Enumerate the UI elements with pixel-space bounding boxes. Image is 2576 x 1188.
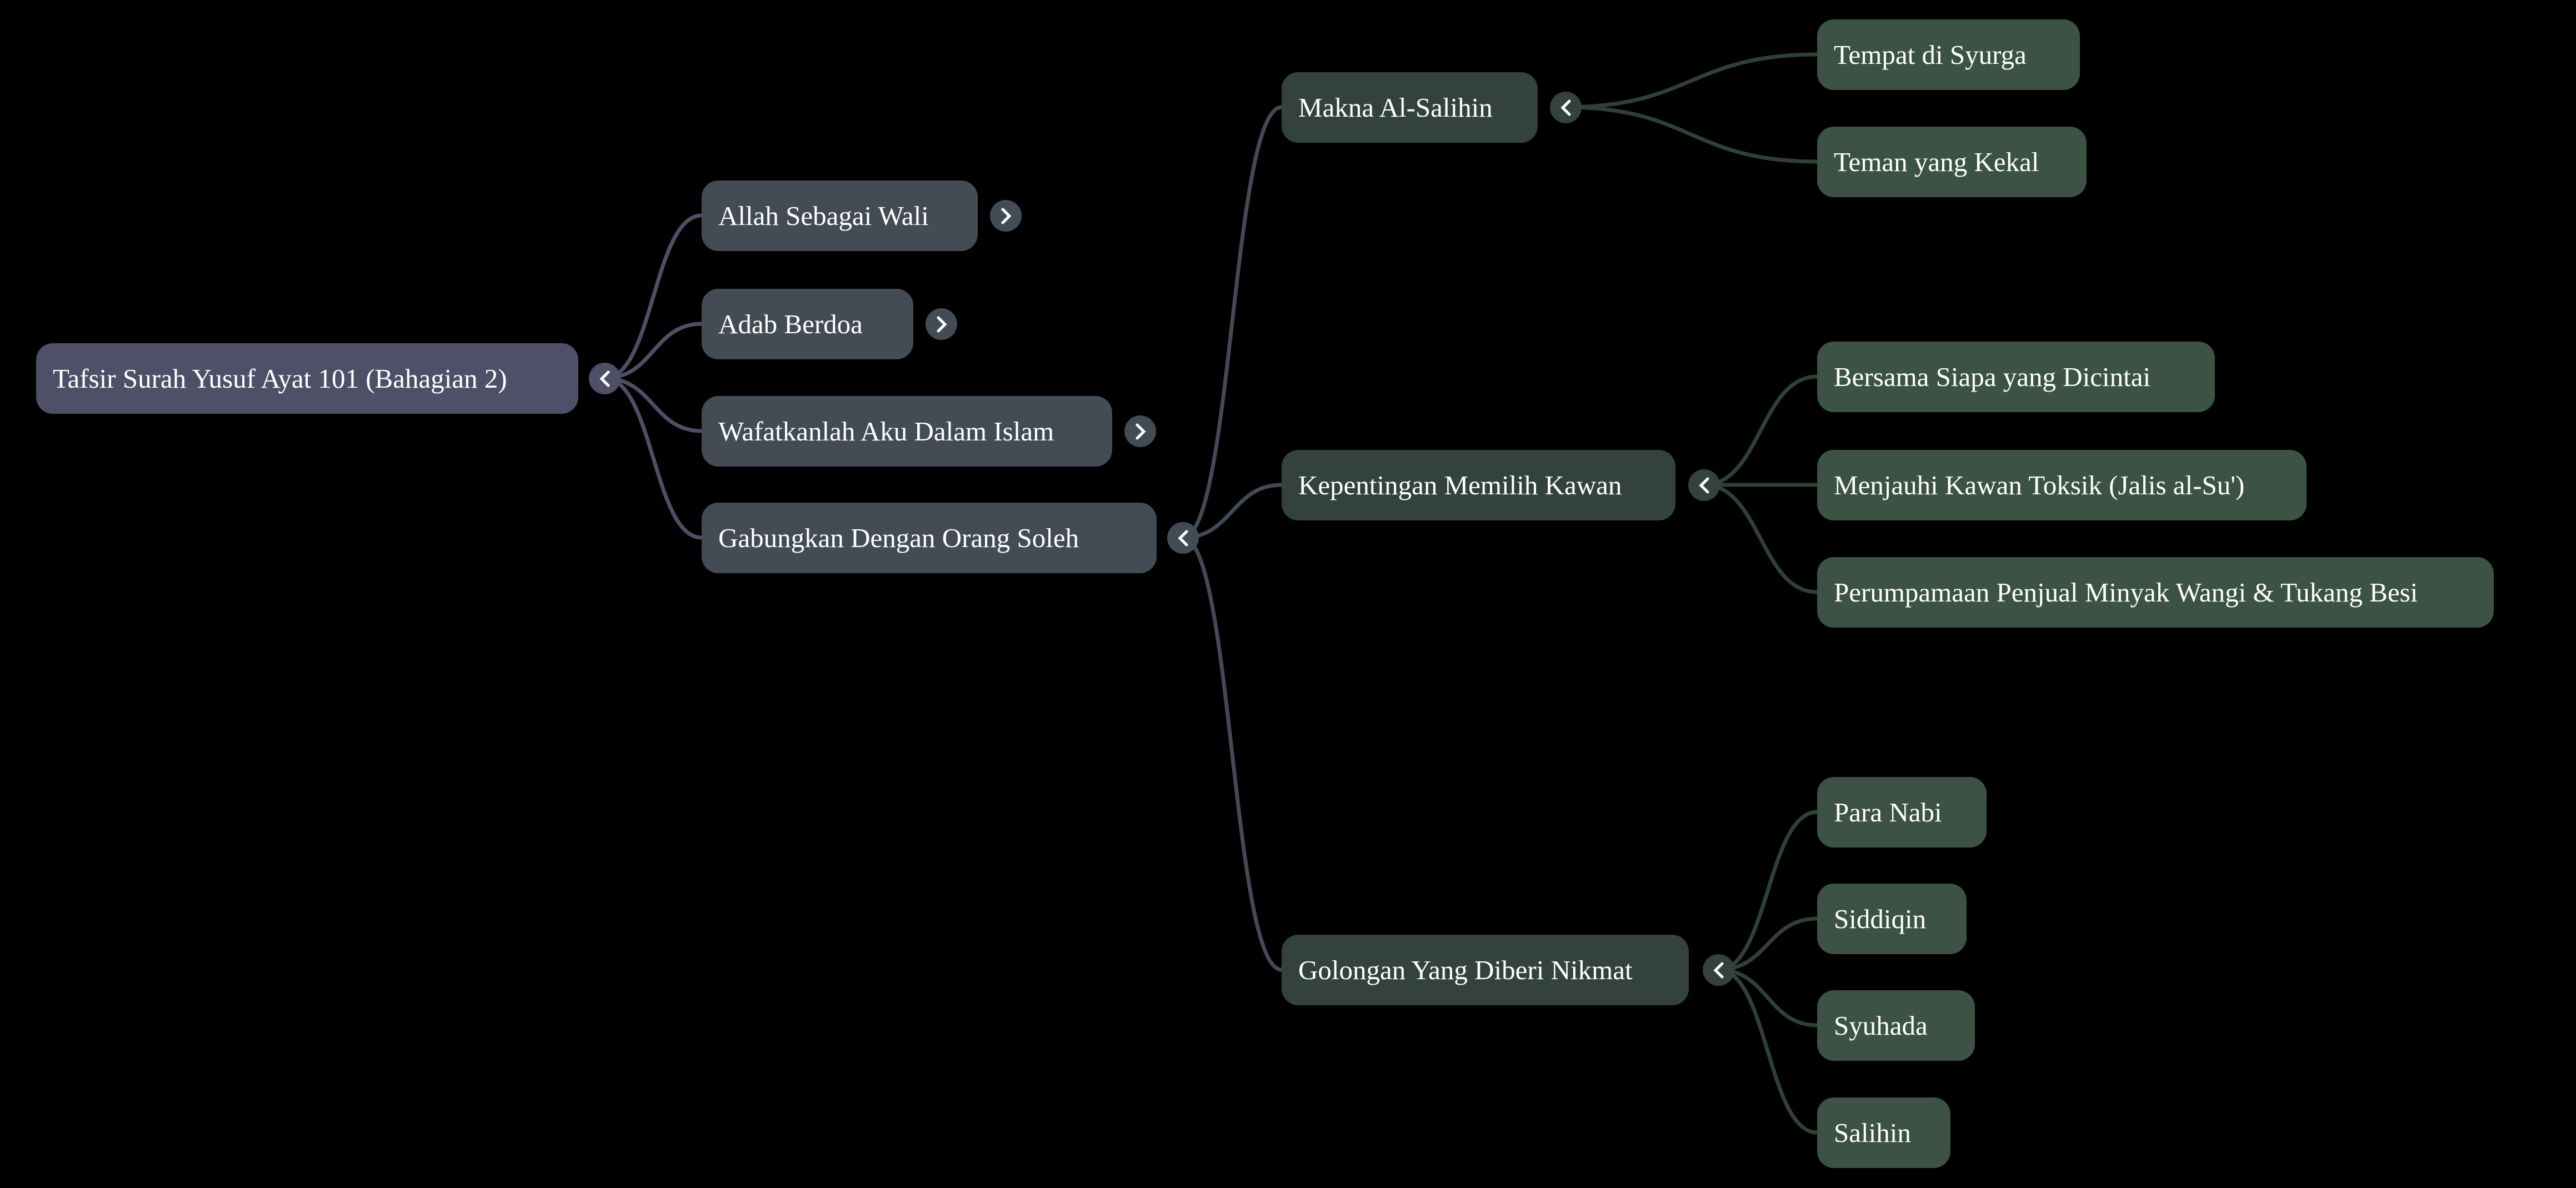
node-tempat-di-syurga[interactable]: Tempat di Syurga [1817, 19, 2080, 90]
node-golongan-yang-diberi-nikmat[interactable]: Golongan Yang Diberi Nikmat [1282, 935, 1689, 1005]
node-makna-al-salihin[interactable]: Makna Al-Salihin [1282, 72, 1538, 143]
chevron-left-icon [1175, 528, 1192, 548]
node-para-nabi[interactable]: Para Nabi [1817, 777, 1987, 848]
chevron-right-icon [933, 314, 950, 334]
node-label: Tempat di Syurga [1834, 39, 2027, 70]
collapse-toggle-kepentingan[interactable] [1688, 469, 1720, 501]
node-teman-yang-kekal[interactable]: Teman yang Kekal [1817, 127, 2087, 197]
collapse-toggle-gabungkan[interactable] [1167, 522, 1199, 554]
node-gabungkan-dengan-orang-soleh[interactable]: Gabungkan Dengan Orang Soleh [702, 503, 1157, 573]
link-golongan-salihin [1718, 968, 1818, 1135]
node-salihin[interactable]: Salihin [1817, 1097, 1950, 1168]
chevron-right-icon [1132, 422, 1149, 442]
collapse-toggle-makna[interactable] [1550, 92, 1582, 123]
chevron-right-icon [998, 206, 1014, 226]
link-gabungkan-kepentingan [1182, 483, 1282, 540]
node-syuhada[interactable]: Syuhada [1817, 990, 1975, 1061]
node-label: Syuhada [1834, 1010, 1928, 1041]
chevron-left-icon [597, 369, 613, 389]
node-label: Para Nabi [1834, 797, 1942, 828]
collapse-toggle-golongan[interactable] [1703, 954, 1734, 986]
link-golongan-siddiqin [1718, 916, 1818, 972]
node-label: Teman yang Kekal [1834, 147, 2039, 177]
link-kepentingan-perumpamaan [1703, 483, 1818, 594]
node-siddiqin[interactable]: Siddiqin [1817, 884, 1967, 954]
node-label: Kepentingan Memilih Kawan [1298, 470, 1622, 500]
node-label: Siddiqin [1834, 904, 1927, 934]
node-bersama-siapa-yang-dicintai[interactable]: Bersama Siapa yang Dicintai [1817, 342, 2215, 412]
node-wafatkanlah-aku-dalam-islam[interactable]: Wafatkanlah Aku Dalam Islam [702, 396, 1112, 467]
link-root-adab-berdoa [604, 322, 702, 380]
link-root-allah-sebagai-wali [604, 213, 702, 380]
chevron-left-icon [1696, 475, 1713, 495]
link-gabungkan-makna [1182, 105, 1282, 540]
node-adab-berdoa[interactable]: Adab Berdoa [702, 289, 913, 359]
node-label: Allah Sebagai Wali [718, 200, 929, 231]
link-kepentingan-bersama [1703, 374, 1818, 487]
link-gabungkan-golongan [1182, 535, 1282, 972]
link-golongan-syuhada [1718, 968, 1818, 1027]
expand-toggle-wafatkanlah[interactable] [1124, 415, 1156, 447]
node-tafsir-surah-yusuf-root[interactable]: Tafsir Surah Yusuf Ayat 101 (Bahagian 2) [36, 343, 578, 414]
node-perumpamaan-penjual-minyak-wangi[interactable]: Perumpamaan Penjual Minyak Wangi & Tukan… [1817, 557, 2494, 628]
chevron-left-icon [1710, 960, 1727, 980]
collapse-toggle-root[interactable] [589, 363, 621, 394]
node-label: Wafatkanlah Aku Dalam Islam [718, 416, 1054, 447]
node-label: Adab Berdoa [718, 309, 863, 339]
link-golongan-para-nabi [1718, 810, 1818, 972]
node-label: Menjauhi Kawan Toksik (Jalis al-Su') [1834, 470, 2245, 500]
chevron-left-icon [1558, 98, 1574, 118]
expand-toggle-adab-berdoa[interactable] [926, 308, 957, 340]
node-label: Gabungkan Dengan Orang Soleh [718, 523, 1079, 553]
node-label: Makna Al-Salihin [1298, 92, 1493, 123]
node-label: Golongan Yang Diberi Nikmat [1298, 955, 1633, 985]
node-allah-sebagai-wali[interactable]: Allah Sebagai Wali [702, 181, 978, 251]
link-root-wafatkanlah [604, 376, 702, 433]
node-kepentingan-memilih-kawan[interactable]: Kepentingan Memilih Kawan [1282, 450, 1675, 520]
link-root-gabungkan [604, 376, 702, 540]
node-menjauhi-kawan-toksik[interactable]: Menjauhi Kawan Toksik (Jalis al-Su') [1817, 450, 2307, 520]
node-label: Bersama Siapa yang Dicintai [1834, 362, 2151, 392]
node-label: Salihin [1834, 1117, 1911, 1148]
expand-toggle-allah-sebagai-wali[interactable] [990, 200, 1022, 232]
node-label: Perumpamaan Penjual Minyak Wangi & Tukan… [1834, 577, 2418, 608]
node-label: Tafsir Surah Yusuf Ayat 101 (Bahagian 2) [53, 363, 507, 394]
link-makna-teman [1565, 105, 1818, 164]
link-makna-tempat [1565, 52, 1818, 109]
